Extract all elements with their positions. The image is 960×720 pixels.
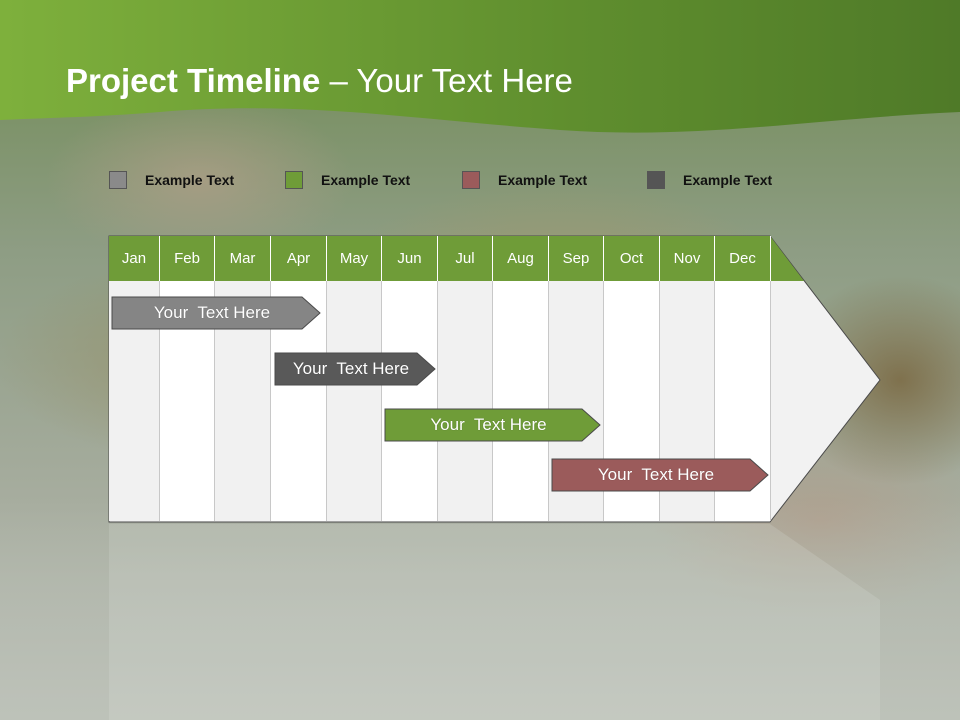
month-aug: Aug [493,236,549,281]
month-jun: Jun [382,236,438,281]
legend-swatch-4 [647,171,665,189]
month-column-aug [493,281,549,521]
header-banner [0,0,960,133]
legend-item-2: Example Text [285,170,410,190]
month-column-jun [382,281,438,521]
legend-swatch-2 [285,171,303,189]
month-jul: Jul [438,236,493,281]
task-bar-label-1: Your Text Here [153,303,271,322]
month-feb: Feb [160,236,215,281]
title-rest: – Your Text Here [320,62,573,99]
legend-item-3: Example Text [462,170,587,190]
month-jan: Jan [109,236,160,281]
page-title: Project Timeline – Your Text Here [66,62,573,100]
legend-label-2: Example Text [321,172,411,188]
legend-swatch-1 [109,171,127,189]
legend-item-1: Example Text [109,170,234,190]
month-dec: Dec [715,236,771,281]
legend-label-3: Example Text [498,172,588,188]
month-column-may [327,281,382,521]
month-oct: Oct [604,236,660,281]
month-mar: Mar [215,236,271,281]
legend-item-4: Example Text [647,170,772,190]
month-may: May [327,236,382,281]
background-fade [0,500,960,720]
task-bar-label-2: Your Text Here [292,359,410,378]
legend-label-4: Example Text [683,172,773,188]
legend-swatch-3 [462,171,480,189]
month-nov: Nov [660,236,715,281]
legend-label-1: Example Text [145,172,235,188]
month-sep: Sep [549,236,604,281]
title-bold: Project Timeline [66,62,321,99]
month-column-jul [438,281,493,521]
month-apr: Apr [271,236,327,281]
task-bar-label-3: Your Text Here [430,415,547,434]
task-bar-label-4: Your Text Here [597,465,715,484]
